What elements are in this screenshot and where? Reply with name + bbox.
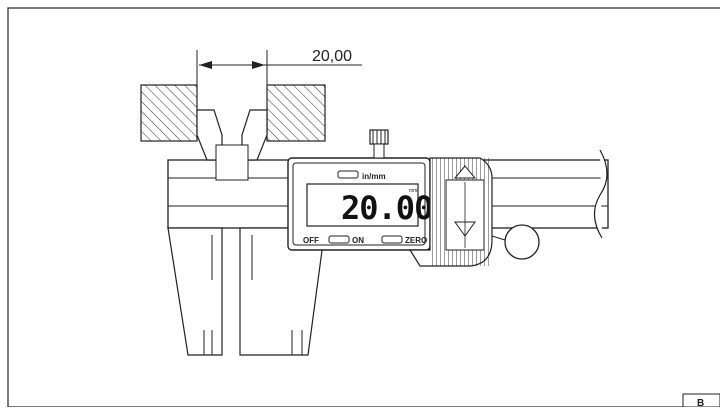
display-housing: in/mm 20.00 mm OFF ON ZERO [287,129,433,251]
workpiece [140,84,326,142]
corner-box: B [682,393,720,409]
thumb-roller[interactable] [408,157,493,267]
zero-button[interactable] [381,235,403,244]
off-on-button[interactable] [328,235,350,244]
inmm-label: in/mm [362,172,386,181]
on-label: ON [352,236,364,245]
thumb-wheel[interactable] [491,224,540,260]
lcd-screen [306,183,419,227]
off-label: OFF [303,236,319,245]
zero-label: ZERO [405,236,427,245]
outside-jaws [167,227,326,356]
dimension-line: 20,00 [196,48,362,85]
lcd-unit-mark: mm [409,188,417,194]
lcd-reading: 20.00 [341,189,432,227]
up-arrow-icon [453,165,477,179]
dimension-label: 20,00 [312,48,352,65]
workpiece-left-block [140,84,198,142]
inmm-button[interactable] [337,170,359,179]
inside-jaws [196,109,268,181]
workpiece-right-block [266,84,326,142]
corner-label: B [697,398,704,407]
